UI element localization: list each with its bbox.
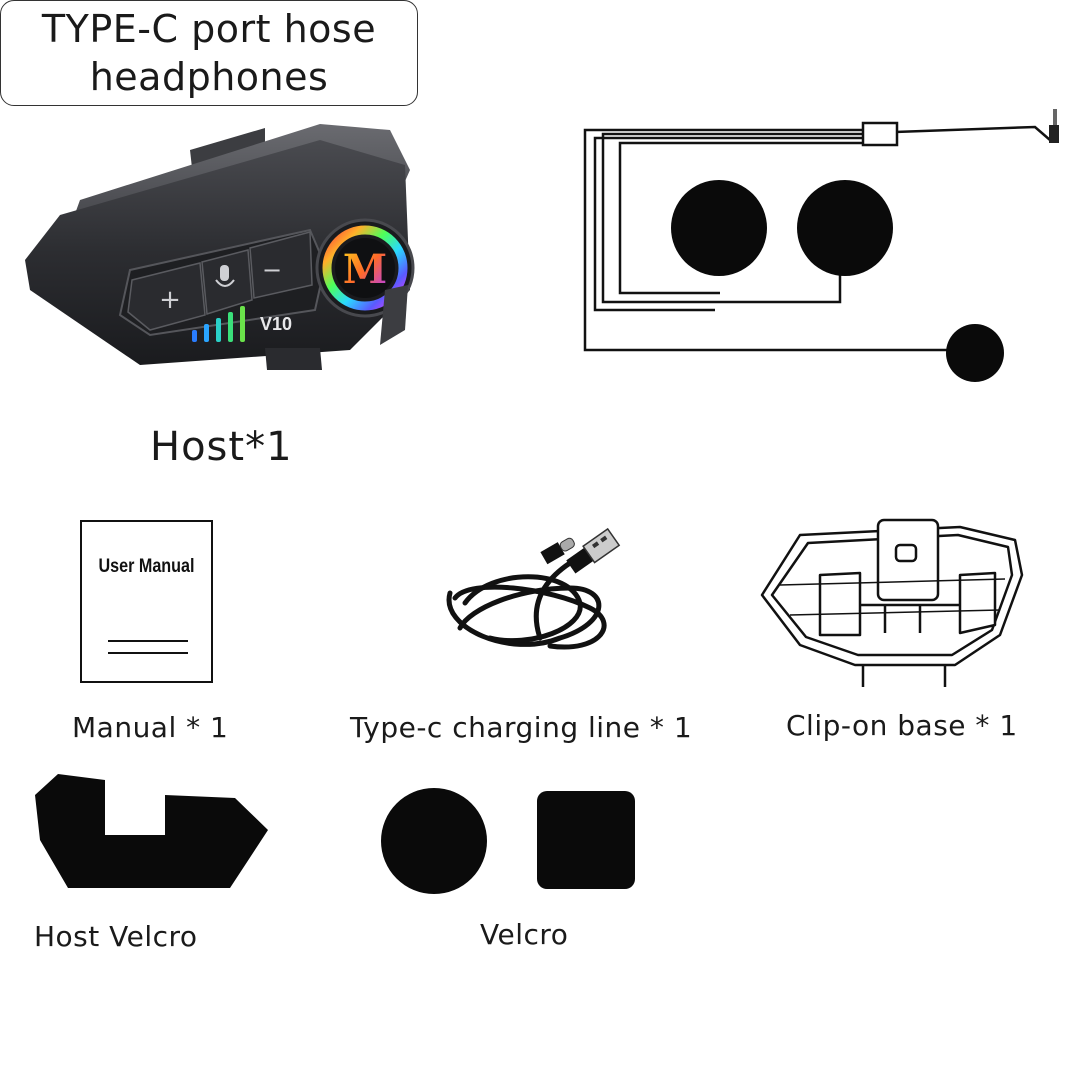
battery-led-bars bbox=[192, 306, 245, 342]
headphones-caption-line1: TYPE-C port hose bbox=[41, 7, 377, 51]
user-manual-image: User Manual bbox=[80, 520, 213, 683]
inline-connector bbox=[861, 121, 899, 147]
type-c-plug bbox=[1049, 109, 1059, 143]
microphone-foam bbox=[946, 324, 1004, 382]
host-caption: Host*1 bbox=[150, 424, 293, 470]
headphones-image bbox=[583, 109, 1059, 382]
manual-line bbox=[108, 640, 188, 642]
manual-title: User Manual bbox=[98, 556, 195, 577]
headphone-wires bbox=[583, 125, 1051, 352]
headphones-caption-line2: headphones bbox=[89, 55, 329, 99]
clip-on-base-image bbox=[760, 518, 1024, 687]
minus-button: − bbox=[249, 231, 313, 299]
minus-label: − bbox=[262, 256, 282, 284]
clip-on-base-caption: Clip-on base * 1 bbox=[786, 709, 1018, 742]
manual-line bbox=[108, 652, 188, 654]
square-velcro bbox=[537, 791, 635, 889]
mic-button bbox=[201, 249, 253, 315]
right-speaker bbox=[797, 180, 893, 276]
velcro-image bbox=[381, 788, 635, 894]
host-device-image: + − V10 M bbox=[25, 124, 415, 370]
host-velcro-image bbox=[35, 774, 268, 888]
charging-cable-image bbox=[446, 527, 621, 650]
host-velcro-caption: Host Velcro bbox=[34, 920, 198, 953]
left-speaker bbox=[671, 180, 767, 276]
usb-plug bbox=[566, 527, 621, 574]
model-badge: V10 bbox=[260, 314, 292, 334]
velcro-caption: Velcro bbox=[480, 918, 569, 951]
headphones-caption-box: TYPE-C port hose headphones bbox=[0, 0, 418, 106]
plus-label: + bbox=[159, 285, 181, 315]
mic-icon bbox=[220, 265, 229, 281]
logo-letter: M bbox=[343, 246, 387, 293]
plus-button: + bbox=[127, 262, 206, 331]
type-c-end bbox=[540, 537, 575, 565]
charging-cable-caption: Type-c charging line * 1 bbox=[350, 711, 693, 744]
round-velcro bbox=[381, 788, 487, 894]
manual-caption: Manual * 1 bbox=[72, 711, 229, 744]
